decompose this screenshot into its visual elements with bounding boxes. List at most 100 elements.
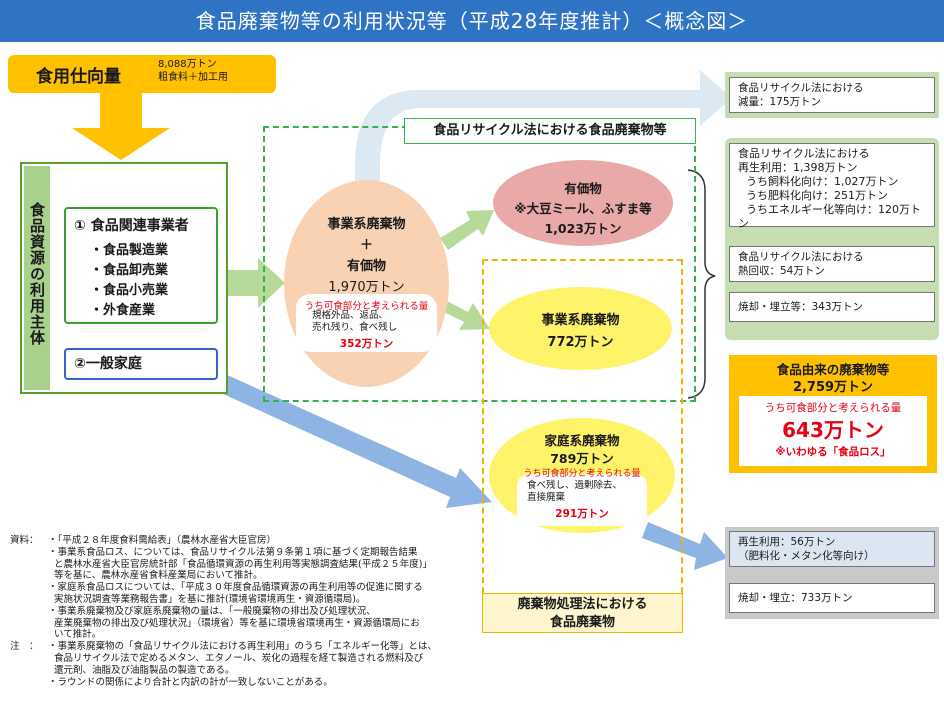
valuable-ellipse: 有価物 ※大豆ミール、ふすま等 1,023万トン	[493, 160, 673, 246]
reduction-line1: 食品リサイクル法における	[738, 82, 864, 94]
bottom-recycle-box: 再生利用：56万トン （肥料化・メタン化等向け）	[729, 531, 935, 567]
home-edible-amount: 291万トン	[555, 508, 609, 520]
note-label: 注 ：	[10, 641, 39, 653]
center-amount: 1,970万トン	[328, 280, 405, 295]
heat-line1: 食品リサイクル法における	[738, 251, 864, 263]
supply-label: 食用仕向量	[36, 67, 121, 87]
business-item: ・食品小売業	[90, 283, 169, 298]
supply-detail: 粗食料＋加工用	[158, 72, 228, 83]
food-loss-line2: 2,759万トン	[792, 380, 874, 395]
reduction-panel: 食品リサイクル法における 減量：175万トン	[725, 72, 939, 118]
center-line3: 有価物	[346, 259, 386, 274]
food-loss-edible-label: うち可食部分と考えられる量	[764, 402, 902, 414]
bottom-recycle-line1: 再生利用：56万トン	[738, 536, 836, 548]
business-item: ・食品製造業	[90, 243, 169, 258]
source-line: と農林水産省大臣官房統計部「食品循環資源の再生利用等実態調査結果(平成２５年度)…	[48, 558, 432, 570]
source-line: 等を基に、農林水産省食料産業局において推計。	[48, 570, 263, 582]
homewaste-to-bottom-arrow	[642, 522, 728, 570]
household-to-homewaste-arrow	[210, 370, 492, 508]
source-line: 産業廃棄物の排出及び処理状況」（環境省）等を基に環境省環境再生・資源循環局にお	[48, 617, 420, 629]
home-edible-detail1: 食べ残し、過剰除去、	[527, 480, 623, 491]
waste-law-label1: 廃棄物処理法における	[517, 597, 648, 612]
source-notes: 資料： ・「平成２８年度食料需給表」（農林水産省大臣官房） ・事業系食品ロス、に…	[10, 535, 480, 641]
center-edible-box: 規格外品、返品、 売れ残り、食べ残し 352万トン	[296, 294, 437, 352]
source-line: ・事業系食品ロス、については、食品リサイクル法第９条第１項に基づく定期報告結果	[48, 546, 418, 558]
food-loss-edible-amount: 643万トン	[782, 418, 884, 442]
entity-vertical-label: 食品資源の利用主体	[28, 202, 46, 346]
supply-values: 8,088万トン 粗食料＋加工用	[158, 58, 228, 84]
footnotes: 注 ： ・事業系廃棄物の「食品リサイクル法における再生利用」のうち「エネルギー化…	[10, 641, 480, 688]
heat-line2: 熱回収：54万トン	[738, 265, 825, 277]
note-line: 食品リサイクル法で定めるメタン、エタノール、炭化の過程を経て製造される燃料及び	[48, 652, 424, 664]
center-to-valuable-arrow	[440, 210, 494, 250]
home-edible-detail2: 直接廃棄	[527, 492, 566, 503]
supply-down-arrow	[72, 92, 170, 160]
biz-waste-amount: 772万トン	[547, 335, 614, 350]
incin1-box: 焼却・埋立等：343万トン	[729, 292, 935, 322]
note-line: 還元剤、油脂及び油脂製品の製造である。	[48, 664, 235, 676]
center-edible-detail: 規格外品、返品、 売れ残り、食べ残し	[312, 310, 397, 334]
entity-to-center-arrow	[218, 258, 285, 308]
business-heading: ① 食品関連事業者	[74, 218, 189, 234]
valuable-amount: 1,023万トン	[544, 221, 622, 236]
food-loss-inner: うち可食部分と考えられる量 643万トン ※いわゆる「食品ロス」	[739, 396, 927, 466]
source-line: いて推計。	[48, 629, 102, 641]
recycling-sub1: うち飼料化向け：1,027万トン	[746, 175, 899, 188]
food-loss-line1: 食品由来の廃棄物等	[776, 362, 890, 377]
note-line: ・事業系廃棄物の「食品リサイクル法における再生利用」のうち「エネルギー化等」とは…	[48, 641, 438, 653]
reduction-line2: 減量：175万トン	[738, 96, 822, 108]
food-loss-panel: 食品由来の廃棄物等 2,759万トン うち可食部分と考えられる量 643万トン …	[729, 355, 937, 473]
center-ellipse: 事業系廃棄物 ＋ 有価物 1,970万トン うち可食部分と考えられる量 規格外品…	[284, 180, 449, 387]
bottom-recycle-line2: （肥料化・メタン化等向け）	[738, 550, 875, 562]
recycling-sub2: うち肥料化向け：251万トン	[746, 189, 888, 202]
home-waste-amount: 789万トン	[550, 451, 614, 466]
home-edible-box: 食べ残し、過剰除去、 直接廃棄 291万トン	[517, 474, 647, 526]
household-box: ②一般家庭	[64, 348, 218, 380]
recycling-box: 食品リサイクル法における 再生利用：1,398万トン うち飼料化向け：1,027…	[729, 143, 935, 230]
recycling-line1: 食品リサイクル法における	[738, 147, 870, 160]
home-edible-detail: 食べ残し、過剰除去、 直接廃棄	[527, 480, 622, 504]
source-line: ・事業系廃棄物及び家庭系廃棄物の量は、「一般廃棄物の排出及び処理状況、	[48, 605, 376, 617]
source-line: ・家庭系食品ロスについては、「平成３０年度食品循環資源の再生利用等の促進に関する	[48, 582, 423, 594]
center-edible-detail1: 規格外品、返品、	[312, 310, 389, 321]
reduction-arrow	[355, 70, 732, 200]
source-line: ・「平成２８年度食料需給表」（農林水産省大臣官房）	[48, 535, 277, 546]
center-line2: ＋	[359, 238, 373, 253]
note-line: ・ラウンドの関係により合計と内訳の計が一致しないことがある。	[48, 676, 333, 688]
recycle-results-panel: 食品リサイクル法における 再生利用：1,398万トン うち飼料化向け：1,027…	[725, 138, 939, 340]
home-edible-label: うち可食部分と考えられる量	[523, 469, 641, 479]
business-box: ① 食品関連事業者 ・食品製造業 ・食品卸売業 ・食品小売業 ・外食産業	[64, 207, 218, 324]
bottom-incin-box: 焼却・埋立：733万トン	[729, 583, 935, 613]
biz-waste-ellipse: 事業系廃棄物 772万トン	[489, 287, 672, 370]
center-line1: 事業系廃棄物	[327, 217, 406, 232]
waste-law-label2: 食品廃棄物	[549, 615, 615, 630]
recycle-law-label: 食品リサイクル法における食品廃棄物等	[404, 118, 696, 144]
entity-vertical-bar: 食品資源の利用主体	[24, 166, 50, 390]
valuable-line2: ※大豆ミール、ふすま等	[514, 201, 652, 216]
business-item: ・食品卸売業	[90, 263, 169, 278]
food-loss-note: ※いわゆる「食品ロス」	[775, 446, 891, 458]
supply-amount: 8,088万トン	[158, 59, 217, 70]
valuable-line1: 有価物	[564, 181, 602, 196]
waste-law-label: 廃棄物処理法における 食品廃棄物	[482, 593, 683, 633]
reduction-box: 食品リサイクル法における 減量：175万トン	[729, 77, 935, 113]
home-waste-ellipse: 家庭系廃棄物 789万トン うち可食部分と考えられる量 食べ残し、過剰除去、 直…	[489, 418, 675, 533]
source-line: 実施状況調査等業務報告書」を基に推計(環境省環境再生・資源循環局)。	[48, 593, 366, 605]
page-title: 食品廃棄物等の利用状況等（平成28年度推計）＜概念図＞	[0, 0, 944, 42]
source-label: 資料：	[10, 535, 39, 546]
recycling-sub3: うちエネルギー化等向け：120万トン	[738, 203, 921, 230]
supply-box: 食用仕向量 8,088万トン 粗食料＋加工用	[8, 55, 276, 93]
recycling-line2: 再生利用：1,398万トン	[738, 161, 858, 174]
center-to-bizwaste-arrow	[440, 300, 490, 330]
biz-waste-line1: 事業系廃棄物	[541, 313, 620, 328]
home-waste-line1: 家庭系廃棄物	[544, 433, 620, 448]
home-results-panel: 再生利用：56万トン （肥料化・メタン化等向け） 焼却・埋立：733万トン	[725, 527, 939, 619]
notes-section: 資料： ・「平成２８年度食料需給表」（農林水産省大臣官房） ・事業系食品ロス、に…	[10, 535, 480, 688]
business-item: ・外食産業	[90, 303, 156, 318]
center-edible-label: うち可食部分と考えられる量	[304, 301, 429, 312]
center-edible-amount: 352万トン	[339, 338, 394, 350]
curly-brace	[687, 169, 716, 399]
heat-box: 食品リサイクル法における 熱回収：54万トン	[729, 246, 935, 282]
center-edible-detail2: 売れ残り、食べ残し	[312, 322, 398, 333]
